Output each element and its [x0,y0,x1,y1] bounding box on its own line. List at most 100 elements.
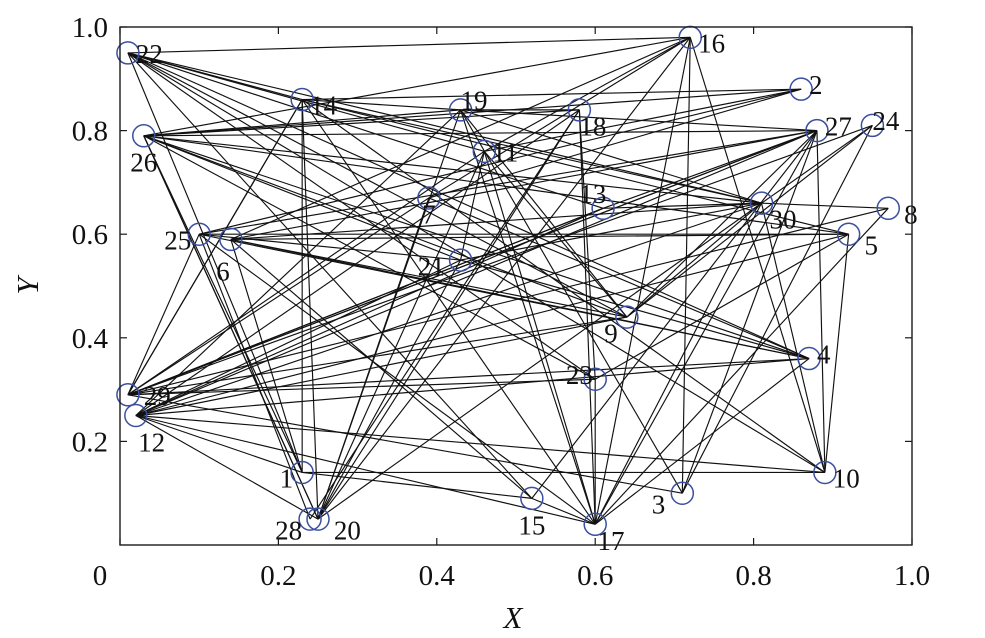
edge-11-20 [317,151,485,520]
edge-26-27 [143,130,817,137]
edge-3-19 [460,109,683,494]
node-label-24: 24 [872,106,900,136]
edge-7-29 [127,197,430,396]
edge-30-20 [317,202,762,520]
edge-22-16 [127,36,691,54]
node-marker-9 [615,305,639,329]
edge-19-17 [460,109,596,525]
edge-21-20 [317,259,462,520]
edge-24-9 [626,124,873,318]
node-label-11: 11 [492,137,518,167]
edge-20-18 [317,109,580,520]
edge-27-9 [626,130,818,318]
node-label-1: 1 [280,464,294,494]
edge-7-4 [428,197,810,360]
edge-6-9 [230,238,627,318]
edge-19-27 [460,109,817,132]
edge-7-20 [317,197,430,520]
node-marker-3 [670,481,695,505]
node-marker-2 [789,77,813,101]
edge-22-4 [127,52,810,360]
node-label-16: 16 [698,29,725,59]
node-marker-11 [472,139,497,164]
node-marker-12 [124,403,148,428]
edge-26-18 [143,109,580,137]
x-tick-label-0.8: 0.8 [735,560,771,592]
node-label-5: 5 [864,231,878,261]
edge-16-7 [428,36,691,199]
edge-30-12 [135,202,762,417]
plot-frame [119,26,913,546]
edge-5-10 [824,234,850,473]
x-tick-label-1.0: 1.0 [894,560,930,592]
edge-27-15 [531,130,818,499]
node-label-10: 10 [833,464,860,494]
node-marker-23 [583,367,607,391]
edge-2-7 [428,88,802,199]
edge-3-29 [127,394,683,494]
edge-26-5 [143,135,849,235]
edge-15-22 [127,52,533,499]
edge-23-29 [127,378,596,396]
edge-14-2 [302,88,802,101]
node-marker-10 [813,460,837,485]
node-label-4: 4 [817,339,831,369]
node-marker-4 [797,346,821,371]
edge-30-6 [230,202,762,240]
edge-27-3 [681,130,818,494]
node-label-29: 29 [144,381,171,411]
node-label-23: 23 [566,360,593,390]
edge-29-13 [127,207,604,396]
node-label-18: 18 [579,111,606,141]
node-marker-13 [591,196,615,221]
node-label-26: 26 [130,148,157,178]
node-marker-19 [448,98,473,122]
edge-16-20 [317,37,691,520]
edge-26-16 [143,36,691,137]
edge-8-29 [127,207,889,396]
x-axis-label: X [502,600,524,635]
node-label-3: 3 [652,490,666,520]
edge-2-25 [199,88,802,235]
y-tick-label-1.0: 1.0 [72,12,108,44]
node-label-9: 9 [604,319,618,349]
node-marker-1 [290,460,314,485]
node-label-20: 20 [334,515,361,545]
edge-29-14 [127,99,303,396]
node-label-6: 6 [216,256,230,286]
edge-24-29 [127,124,873,396]
edge-14-20 [301,99,319,520]
edge-8-30 [761,202,889,209]
edge-6-4 [230,238,810,360]
edge-30-10 [760,202,826,473]
edge-1-15 [302,471,532,499]
node-label-19: 19 [461,86,488,116]
edge-20-26 [143,135,319,520]
edge-11-17 [483,151,596,525]
edge-8-17 [594,207,889,525]
node-label-28: 28 [275,515,302,545]
edge-19-9 [460,109,628,318]
edge-30-21 [460,202,762,261]
node-label-17: 17 [598,526,625,556]
edge-19-12 [135,109,461,416]
node-layer [116,25,900,537]
node-label-12: 12 [138,427,165,457]
node-marker-29 [116,383,140,407]
x-tick-label-0.2: 0.2 [260,560,296,592]
axis-ticks [119,26,913,545]
edge-4-29 [127,357,810,396]
edge-4-12 [135,357,810,417]
edge-18-17 [578,109,596,525]
edge-25-21 [199,233,461,261]
node-label-8: 8 [904,199,918,229]
node-marker-25 [187,222,211,246]
edge-16-17 [594,37,691,525]
edge-22-13 [127,52,604,209]
edge-19-30 [460,109,762,204]
y-tick-label-0.4: 0.4 [72,323,109,355]
edge-26-4 [143,135,810,360]
edge-16-3 [681,37,691,494]
edge-10-22 [127,52,826,473]
